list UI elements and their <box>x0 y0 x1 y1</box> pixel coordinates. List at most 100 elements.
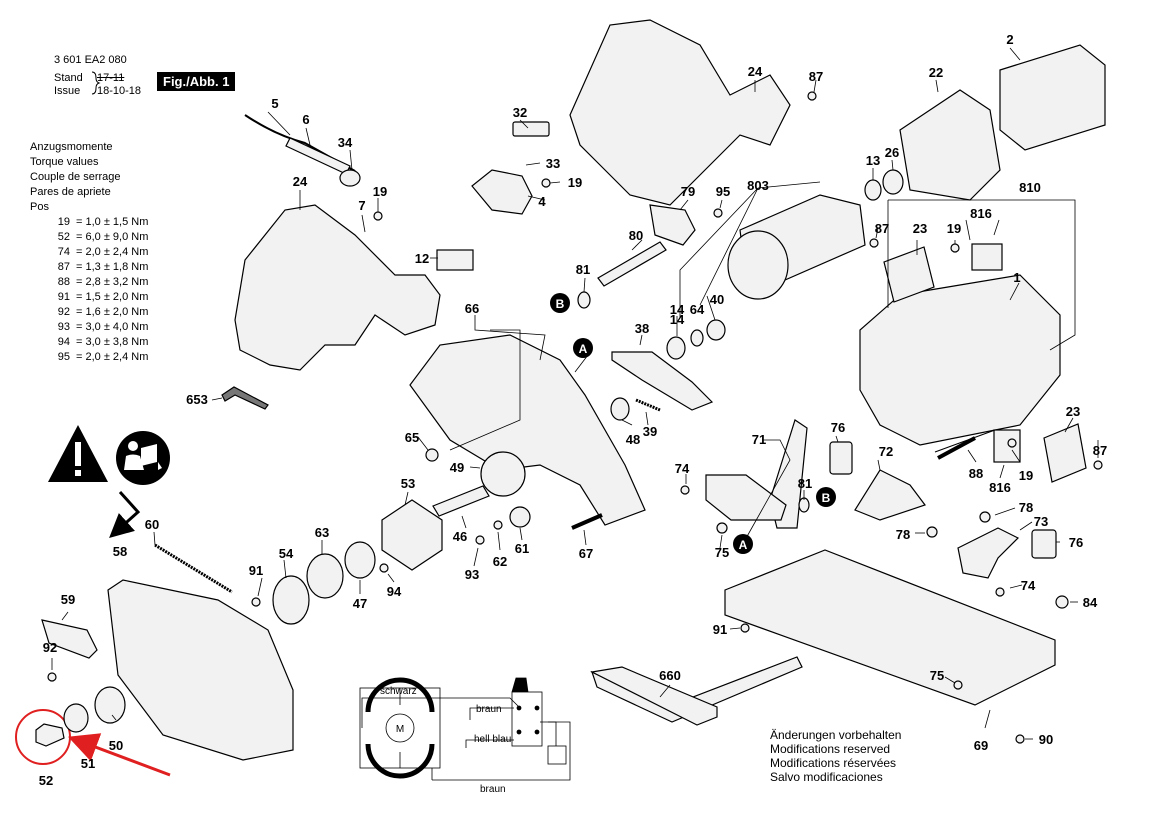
svg-text:B: B <box>556 297 565 311</box>
callout-94: 94 <box>387 584 402 599</box>
callout-75: 75 <box>930 668 944 683</box>
spacer-61 <box>509 506 531 528</box>
callout-653: 653 <box>186 392 208 407</box>
torque-row: 91= 1,5 ± 2,0 Nm <box>57 291 149 303</box>
callout-53: 53 <box>401 476 415 491</box>
armature-fan <box>727 230 789 300</box>
screw-19b <box>541 178 551 188</box>
plug-90 <box>1015 734 1025 744</box>
bearing-26 <box>882 169 904 195</box>
callout-87: 87 <box>809 69 823 84</box>
lower-guard <box>107 579 294 761</box>
screw-65 <box>425 448 439 462</box>
washer-14b <box>690 329 704 347</box>
callout-54: 54 <box>279 546 294 561</box>
torque-row: 87= 1,3 ± 1,8 Nm <box>57 261 149 273</box>
torque-title-de: Anzugsmomente <box>30 141 113 153</box>
callout-59: 59 <box>61 592 75 607</box>
torque-title-es: Pares de apriete <box>30 186 111 198</box>
stator <box>999 44 1106 151</box>
screw-62 <box>493 520 503 530</box>
note-fr: Modifications réservées <box>770 756 897 770</box>
callout-22: 22 <box>929 65 943 80</box>
callout-73: 73 <box>1034 514 1048 529</box>
callout-91: 91 <box>249 563 263 578</box>
wire-88 <box>934 429 996 453</box>
screw-95 <box>713 208 723 218</box>
callout-12: 12 <box>415 251 429 266</box>
bracket-73 <box>957 527 1020 579</box>
screw-87-top <box>807 91 817 101</box>
callout-76: 76 <box>831 420 845 435</box>
clamp-washer-50 <box>94 686 126 724</box>
handle-housing <box>569 19 791 206</box>
spring-60 <box>154 543 233 594</box>
callout-75: 75 <box>715 545 729 560</box>
spindle <box>432 485 490 517</box>
callout-81: 81 <box>798 476 812 491</box>
callout-61: 61 <box>515 541 529 556</box>
spring-39 <box>635 398 661 412</box>
clamp-bolt <box>35 723 65 747</box>
callout-81: 81 <box>576 262 590 277</box>
callout-46: 46 <box>453 529 467 544</box>
callout-78: 78 <box>896 527 910 542</box>
leader-lines <box>51 47 1099 740</box>
notes: Änderungen vorbehalten Modifications res… <box>770 728 901 784</box>
callout-84: 84 <box>1083 595 1098 610</box>
callout-72: 72 <box>879 444 893 459</box>
issue-label: Issue <box>54 85 81 97</box>
wire-label-hellblau: hell blau <box>474 734 511 745</box>
callout-71: 71 <box>752 432 766 447</box>
screw-94 <box>379 563 389 573</box>
note-de: Änderungen vorbehalten <box>770 728 902 742</box>
switch-cover <box>512 121 550 137</box>
issue-value: 18-10-18 <box>97 85 142 97</box>
svg-text:B: B <box>822 491 831 505</box>
guide-bar <box>590 666 718 726</box>
bracket-74 <box>705 474 787 521</box>
callout-24: 24 <box>748 64 763 79</box>
callout-19: 19 <box>373 184 387 199</box>
svg-text:A: A <box>739 538 748 552</box>
callout-23: 23 <box>1066 404 1080 419</box>
callout-47: 47 <box>353 596 367 611</box>
wiring-diagram <box>359 677 571 781</box>
switch <box>471 169 533 215</box>
callout-50: 50 <box>109 738 123 753</box>
callout-38: 38 <box>635 321 649 336</box>
depth-stop <box>854 469 926 521</box>
callout-58: 58 <box>113 544 127 559</box>
brush-holder-bottom <box>993 429 1021 463</box>
part-number: 3 601 EA2 080 <box>54 54 127 66</box>
callout-32: 32 <box>513 105 527 120</box>
nut-40 <box>706 319 726 341</box>
screw-87-mid <box>869 238 879 248</box>
marker-b-left: B <box>550 293 570 313</box>
torque-row: 19= 1,0 ± 1,5 Nm <box>57 216 149 228</box>
washer-13 <box>864 179 882 201</box>
callout-40: 40 <box>710 292 724 307</box>
ring-63 <box>306 553 344 599</box>
callout-803: 803 <box>747 178 769 193</box>
brush-cover-top <box>883 246 935 303</box>
knob-76 <box>829 441 853 475</box>
motor-housing-left <box>234 204 441 371</box>
callout-2: 2 <box>1006 32 1013 47</box>
spindle-rod <box>597 241 667 287</box>
brush-cover-bottom <box>1043 423 1087 483</box>
note-en: Modifications reserved <box>770 742 891 756</box>
wire-label-braun: braun <box>476 704 502 715</box>
strain-relief <box>339 169 361 187</box>
marker-a-bottom: A <box>733 534 753 554</box>
marker-a-top: A <box>573 338 593 358</box>
base-plate <box>724 549 1056 706</box>
read-manual-icon <box>116 431 170 485</box>
figure-label: Fig./Abb. 1 <box>157 72 236 91</box>
screw-74a <box>680 485 690 495</box>
bearing <box>344 541 376 579</box>
callout-26: 26 <box>885 145 899 160</box>
callout-74: 74 <box>1021 578 1036 593</box>
torque-table: Anzugsmomente Torque values Couple de se… <box>30 140 148 365</box>
